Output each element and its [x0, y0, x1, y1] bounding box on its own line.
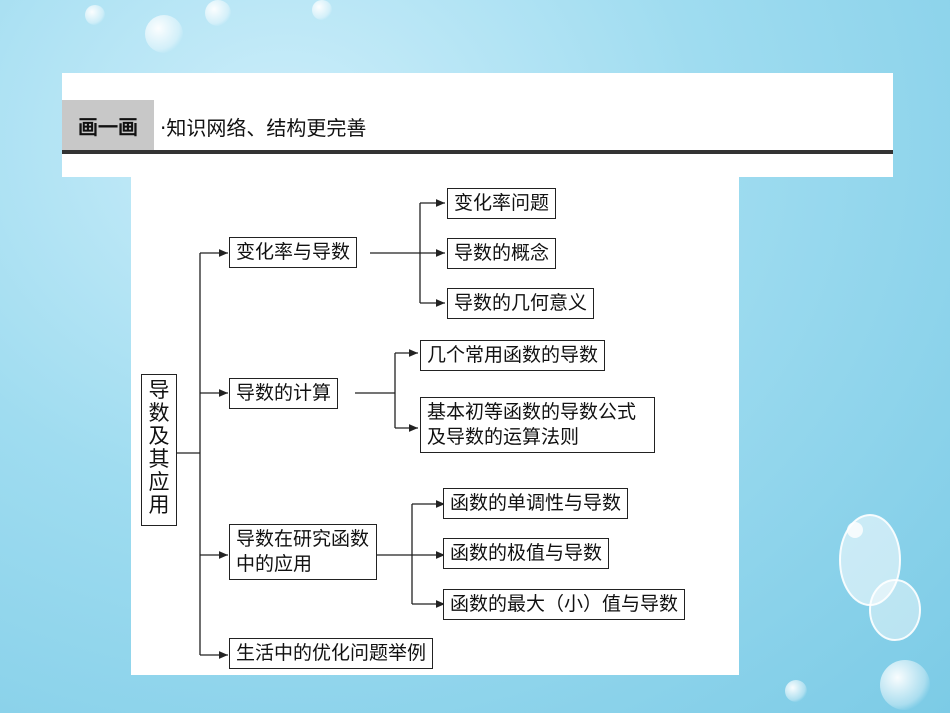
- bubble-decoration: [785, 680, 807, 702]
- header-band: [62, 73, 893, 177]
- bubble-decoration: [880, 660, 930, 710]
- branch-node: 变化率与导数: [229, 237, 358, 268]
- header-rule: [62, 150, 893, 154]
- branch-node: 导数在研究函数中的应用: [229, 524, 377, 580]
- root-node: 导数及其应用: [141, 374, 177, 526]
- branch-node: 生活中的优化问题举例: [229, 638, 434, 669]
- bubble-decoration: [312, 0, 332, 20]
- bubble-decoration: [145, 15, 183, 53]
- leaf-node: 函数的极值与导数: [443, 538, 610, 569]
- leaf-node: 函数的单调性与导数: [443, 488, 629, 519]
- leaf-node: 导数的概念: [447, 238, 557, 269]
- bubble-decoration: [85, 5, 105, 25]
- leaf-node: 几个常用函数的导数: [420, 340, 606, 371]
- leaf-node: 导数的几何意义: [447, 288, 595, 319]
- header-tag: 画一画: [62, 100, 154, 150]
- butterfly-icon: [839, 514, 921, 641]
- branch-node: 导数的计算: [229, 378, 339, 409]
- leaf-node: 函数的最大（小）值与导数: [443, 589, 686, 620]
- leaf-node: 变化率问题: [447, 188, 557, 219]
- bubble-decoration: [205, 0, 231, 26]
- leaf-node: 基本初等函数的导数公式及导数的运算法则: [420, 397, 655, 453]
- header-subtitle: ·知识网络、结构更完善: [160, 116, 367, 140]
